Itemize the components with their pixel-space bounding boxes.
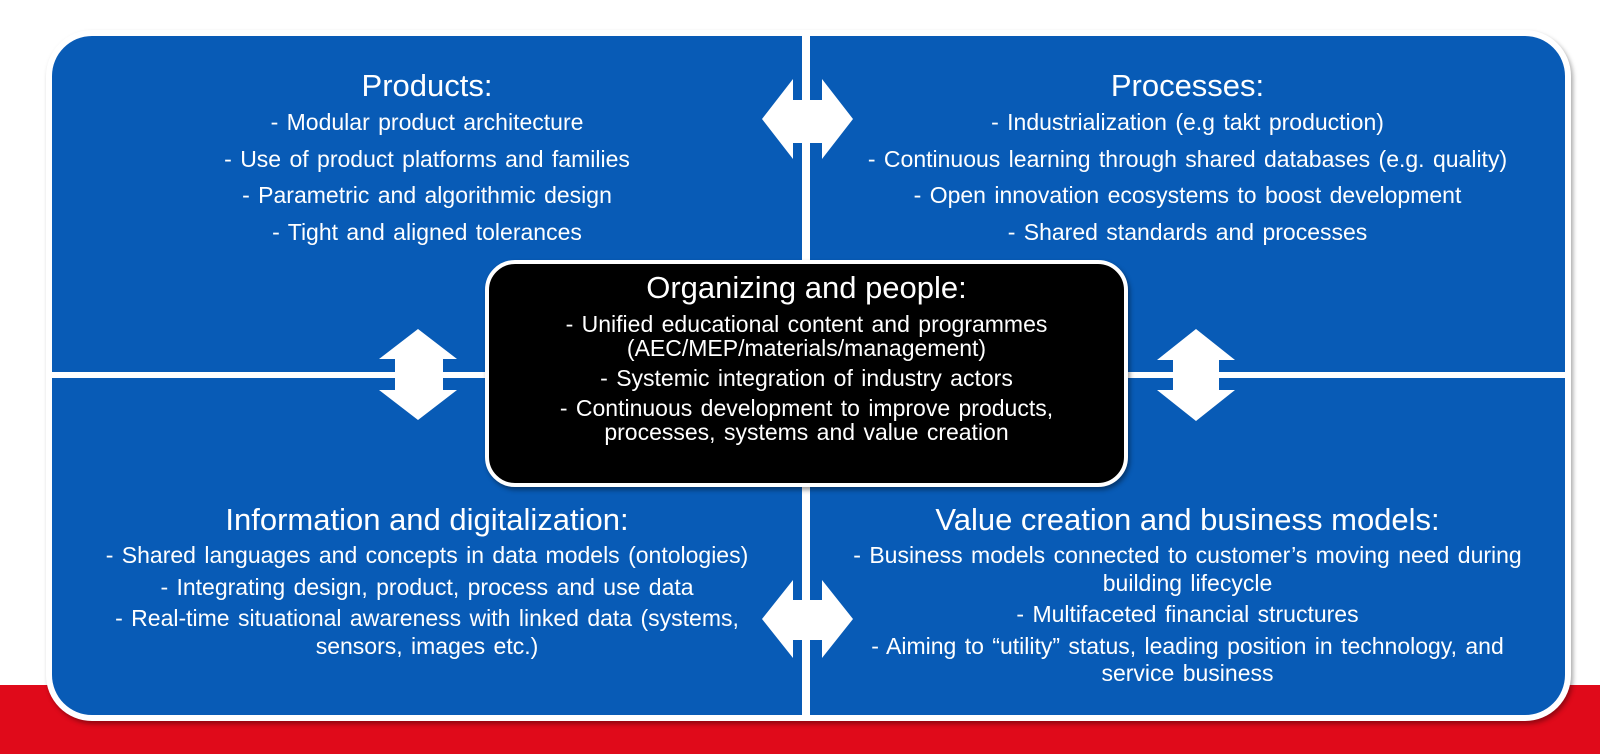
processes-item: - Shared standards and processes — [1007, 218, 1368, 245]
item-line: - Continuous development to improve prod… — [559, 395, 1054, 421]
value-title: Value creation and business models: — [935, 502, 1440, 537]
products-title: Products: — [361, 68, 493, 103]
information-item: - Real-time situational awareness with l… — [52, 605, 802, 660]
item-line: - Systemic integration of industry actor… — [600, 365, 1013, 391]
information-title: Information and digitalization: — [225, 502, 629, 537]
item-line: building lifecycle — [1102, 569, 1273, 596]
center-organizing-box: Organizing and people: - Unified educati… — [485, 260, 1128, 487]
item-line: - Unified educational content and progra… — [565, 311, 1048, 337]
products-item: - Use of product platforms and families — [224, 145, 630, 172]
processes-title: Processes: — [1110, 68, 1265, 103]
item-line: - Shared languages and concepts in data … — [105, 542, 749, 568]
products-item: - Tight and aligned tolerances — [272, 218, 582, 245]
double-arrow-vertical-icon — [1157, 329, 1235, 421]
processes-item: - Continuous learning through shared dat… — [867, 145, 1508, 172]
double-arrow-horizontal-icon — [762, 580, 853, 658]
item-line: - Real-time situational awareness with l… — [115, 605, 739, 631]
item-line: - Integrating design, product, process a… — [160, 573, 694, 600]
organizing-item: - Unified educational content and progra… — [489, 312, 1124, 360]
quadrant-information: Information and digitalization: - Shared… — [52, 378, 802, 715]
information-item: - Shared languages and concepts in data … — [52, 542, 802, 570]
processes-item: - Industrialization (e.g takt production… — [991, 109, 1384, 135]
double-arrow-vertical-icon — [379, 329, 457, 420]
value-item: - Business models connected to customer’… — [810, 542, 1565, 597]
item-line: processes, systems and value creation — [604, 419, 1009, 445]
information-item: - Integrating design, product, process a… — [52, 574, 802, 602]
organizing-item: - Continuous development to improve prod… — [489, 396, 1124, 444]
organizing-item: - Systemic integration of industry actor… — [489, 366, 1124, 390]
products-item: - Parametric and algorithmic design — [242, 182, 612, 208]
item-line: - Business models connected to customer’… — [853, 542, 1522, 568]
item-line: - Multifaceted financial structures — [1016, 601, 1359, 627]
organizing-title: Organizing and people: — [646, 270, 967, 305]
value-item: - Aiming to “utility” status, leading po… — [810, 633, 1565, 688]
double-arrow-horizontal-icon — [762, 79, 853, 159]
processes-item: - Open innovation ecosystems to boost de… — [913, 182, 1462, 208]
value-item: - Multifaceted financial structures — [810, 601, 1565, 629]
item-line: - Aiming to “utility” status, leading po… — [871, 632, 1504, 659]
item-line: service business — [1101, 660, 1274, 686]
item-line: (AEC/MEP/materials/management) — [626, 335, 987, 361]
item-line: sensors, images etc.) — [315, 632, 539, 659]
products-item: - Modular product architecture — [270, 109, 584, 135]
